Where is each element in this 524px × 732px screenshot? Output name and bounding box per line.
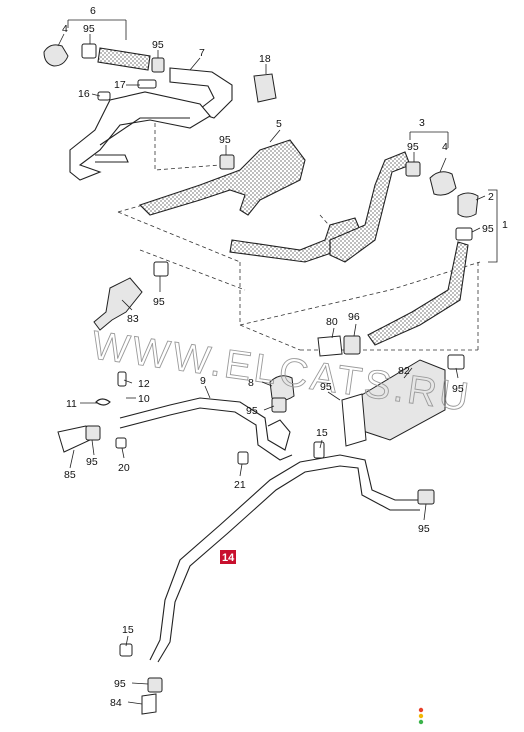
- callout-95: 95: [482, 223, 494, 235]
- callout-8: 8: [248, 377, 254, 389]
- callout-95: 95: [83, 23, 95, 35]
- callout-1: 1: [502, 219, 508, 231]
- callout-16: 16: [78, 88, 90, 100]
- callout-95: 95: [452, 383, 464, 395]
- svg-text:14: 14: [222, 552, 235, 564]
- hose-assembly-6[interactable]: [43, 43, 233, 119]
- dotted-hose-5[interactable]: [138, 139, 361, 263]
- callout-4: 4: [62, 23, 68, 35]
- valve-part-83[interactable]: [93, 261, 169, 331]
- callout-17: 17: [114, 79, 126, 91]
- callout-11: 11: [66, 398, 77, 410]
- callout-95: 95: [219, 134, 231, 146]
- callout-95: 95: [320, 381, 332, 393]
- green-dot-icon: [418, 719, 424, 725]
- dotted-hose-right[interactable]: [329, 151, 479, 346]
- callout-4: 4: [442, 141, 448, 153]
- callout-82: 82: [398, 365, 410, 377]
- callout-95: 95: [152, 39, 164, 51]
- status-dots: [418, 707, 424, 725]
- cooler-part-82[interactable]: [341, 354, 465, 447]
- callout-18: 18: [259, 53, 271, 65]
- coolant-pipe-upper[interactable]: [69, 79, 211, 181]
- callout-9: 9: [200, 375, 206, 387]
- callout-12: 12: [138, 378, 150, 390]
- callout-95: 95: [153, 296, 165, 308]
- callout-labels: 6 4 95 95 7 18 17 16 95 5 3 95 4 2 1 95 …: [62, 5, 508, 709]
- callout-95: 95: [407, 141, 419, 153]
- callout-83: 83: [127, 313, 139, 325]
- red-dot-icon: [418, 707, 424, 713]
- callout-95: 95: [86, 456, 98, 468]
- callout-96: 96: [348, 311, 360, 323]
- connector-80-96[interactable]: [317, 335, 361, 357]
- callout-15: 15: [316, 427, 328, 439]
- callout-21: 21: [234, 479, 246, 491]
- callout-20: 20: [118, 462, 130, 474]
- callout-80: 80: [326, 316, 338, 328]
- pipe-part-9[interactable]: [57, 371, 295, 465]
- group-brackets: [67, 19, 498, 263]
- callout-2: 2: [488, 191, 494, 203]
- bracket-part-18[interactable]: [253, 73, 277, 103]
- callout-15: 15: [122, 624, 134, 636]
- callout-3: 3: [419, 117, 425, 129]
- callout-7: 7: [199, 47, 205, 59]
- callout-6: 6: [90, 5, 96, 17]
- highlighted-part-14[interactable]: 14: [220, 550, 236, 564]
- callout-95: 95: [246, 405, 258, 417]
- yellow-dot-icon: [418, 713, 424, 719]
- callout-10: 10: [138, 393, 150, 405]
- callout-95: 95: [114, 678, 126, 690]
- callout-5: 5: [276, 118, 282, 130]
- pipe-part-14[interactable]: [119, 441, 435, 715]
- leader-lines: [57, 33, 486, 705]
- callout-95: 95: [418, 523, 430, 535]
- callout-84: 84: [110, 697, 122, 709]
- callout-85: 85: [64, 469, 76, 481]
